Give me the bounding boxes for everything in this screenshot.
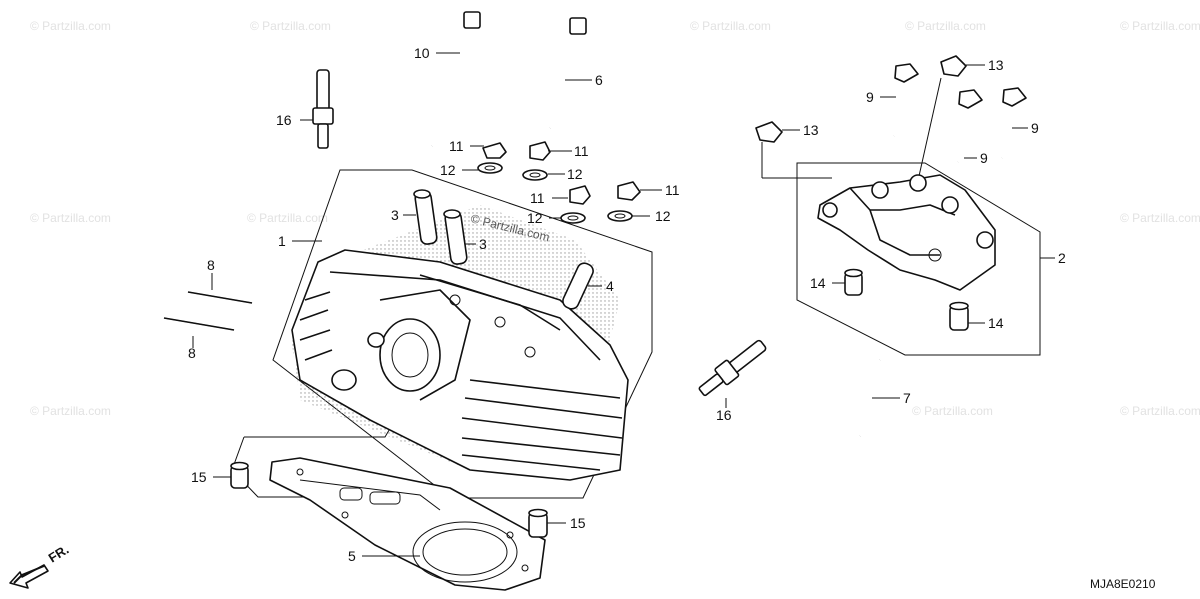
watermark: © Partzilla.com — [250, 19, 331, 33]
callout-10: 10 — [414, 45, 430, 61]
callout-7: 7 — [903, 390, 911, 406]
callout-2: 2 — [1058, 250, 1066, 266]
stud-bolt — [857, 359, 883, 437]
watermark: © Partzilla.com — [30, 211, 111, 225]
cap-nut — [617, 181, 641, 201]
cylinder-head-gasket — [269, 457, 546, 591]
callout-9: 9 — [1031, 120, 1039, 136]
washer — [522, 169, 548, 181]
pipe-dowel — [562, 262, 594, 310]
callout-8: 8 — [188, 345, 196, 361]
watermark: © Partzilla.com — [690, 19, 771, 33]
callout-15: 15 — [191, 469, 207, 485]
callout-12: 12 — [440, 162, 456, 178]
callout-3: 3 — [391, 207, 399, 223]
callout-9: 9 — [980, 150, 988, 166]
watermark: © Partzilla.com — [912, 404, 993, 418]
callout-12: 12 — [527, 210, 543, 226]
washer — [607, 210, 633, 222]
callout-11: 11 — [449, 138, 464, 154]
watermark: © Partzilla.com — [1120, 211, 1200, 225]
callout-leaders — [192, 52, 1055, 557]
flange-nut — [755, 121, 783, 143]
stud-bolt — [187, 291, 253, 304]
leader-line — [916, 77, 942, 186]
watermark-layer: © Partzilla.com © Partzilla.com © Partzi… — [30, 19, 1200, 418]
spark-plug — [698, 339, 767, 397]
callout-5: 5 — [348, 548, 356, 564]
callout-12: 12 — [567, 166, 583, 182]
dowel-pin — [230, 461, 249, 489]
rocker-arm-holder — [817, 174, 996, 291]
valve-guide — [413, 189, 438, 245]
cap-nut — [482, 142, 507, 159]
washer — [560, 212, 586, 224]
callout-3: 3 — [479, 236, 487, 252]
stud-bolt — [163, 317, 235, 331]
flange-bolt — [547, 17, 587, 129]
callout-14: 14 — [988, 315, 1004, 331]
callout-11: 11 — [530, 190, 545, 206]
washer — [477, 162, 503, 174]
callout-9: 9 — [866, 89, 874, 105]
dowel-collar — [949, 301, 969, 331]
watermark: © Partzilla.com — [30, 19, 111, 33]
callout-16: 16 — [716, 407, 732, 423]
stud-bolt-long — [429, 11, 481, 147]
callout-16: 16 — [276, 112, 292, 128]
callout-labels: 1 2 3 3 4 5 6 7 8 8 9 9 9 10 11 11 11 11… — [188, 45, 1066, 564]
valve-guide — [443, 209, 468, 265]
cylinder-head — [291, 249, 629, 481]
callout-8: 8 — [207, 257, 215, 273]
callout-1: 1 — [278, 233, 286, 249]
callout-13: 13 — [803, 122, 819, 138]
flange-bolt — [999, 87, 1027, 159]
direction-label: FR. — [46, 542, 72, 566]
callout-4: 4 — [606, 278, 614, 294]
watermark: © Partzilla.com — [247, 211, 328, 225]
callout-11: 11 — [665, 182, 680, 198]
callout-13: 13 — [988, 57, 1004, 73]
catalog-code: MJA8E0210 — [1090, 577, 1156, 591]
watermark: © Partzilla.com — [1120, 19, 1200, 33]
callout-15: 15 — [570, 515, 586, 531]
callout-6: 6 — [595, 72, 603, 88]
flange-bolt — [891, 63, 919, 137]
watermark: © Partzilla.com — [905, 19, 986, 33]
callout-12: 12 — [655, 208, 671, 224]
dowel-pin — [528, 508, 548, 538]
rocker-arm-holder-group-outline — [796, 162, 1041, 356]
callout-14: 14 — [810, 275, 826, 291]
cap-nut — [529, 141, 551, 161]
spark-plug — [312, 69, 334, 149]
watermark: © Partzilla.com — [30, 404, 111, 418]
flange-nut — [940, 55, 967, 77]
flange-bolt — [955, 89, 983, 163]
dowel-collar — [844, 268, 863, 296]
watermark: © Partzilla.com — [1120, 404, 1200, 418]
front-direction-marker: FR. — [9, 542, 72, 589]
cap-nut — [569, 185, 591, 205]
callout-11: 11 — [574, 143, 589, 159]
